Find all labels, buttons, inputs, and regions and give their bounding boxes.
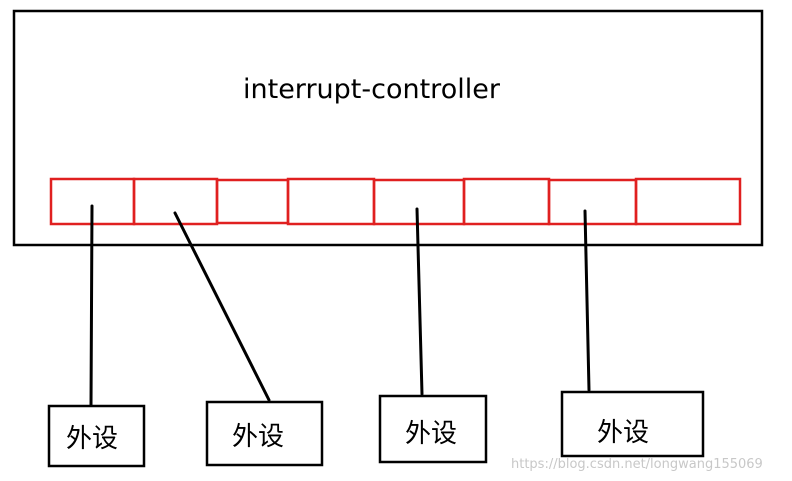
peripheral-label: 外设	[405, 419, 457, 449]
peripheral-box	[205, 400, 324, 467]
interrupt-slot	[634, 177, 742, 226]
interrupt-slot	[372, 178, 466, 226]
connection-line	[89, 204, 94, 408]
peripheral-label: 外设	[66, 424, 118, 454]
connection-line	[415, 207, 424, 396]
connections	[89, 204, 591, 408]
controller-label: interrupt-controller	[243, 74, 501, 105]
peripheral-box	[560, 390, 705, 458]
peripheral-label: 外设	[597, 418, 649, 448]
interrupt-slot	[547, 178, 638, 226]
interrupt-slot	[215, 178, 290, 225]
interrupt-controller-box	[12, 9, 764, 247]
interrupt-slot	[462, 177, 551, 226]
watermark: https://blog.csdn.net/longwang155069	[511, 457, 763, 472]
peripheral-label: 外设	[232, 422, 284, 452]
connection-line	[173, 211, 271, 402]
peripheral-box	[378, 394, 488, 464]
peripheral-box	[47, 404, 146, 468]
interrupt-slot	[286, 177, 376, 226]
interrupt-slots	[49, 177, 742, 226]
connection-line	[583, 209, 591, 392]
